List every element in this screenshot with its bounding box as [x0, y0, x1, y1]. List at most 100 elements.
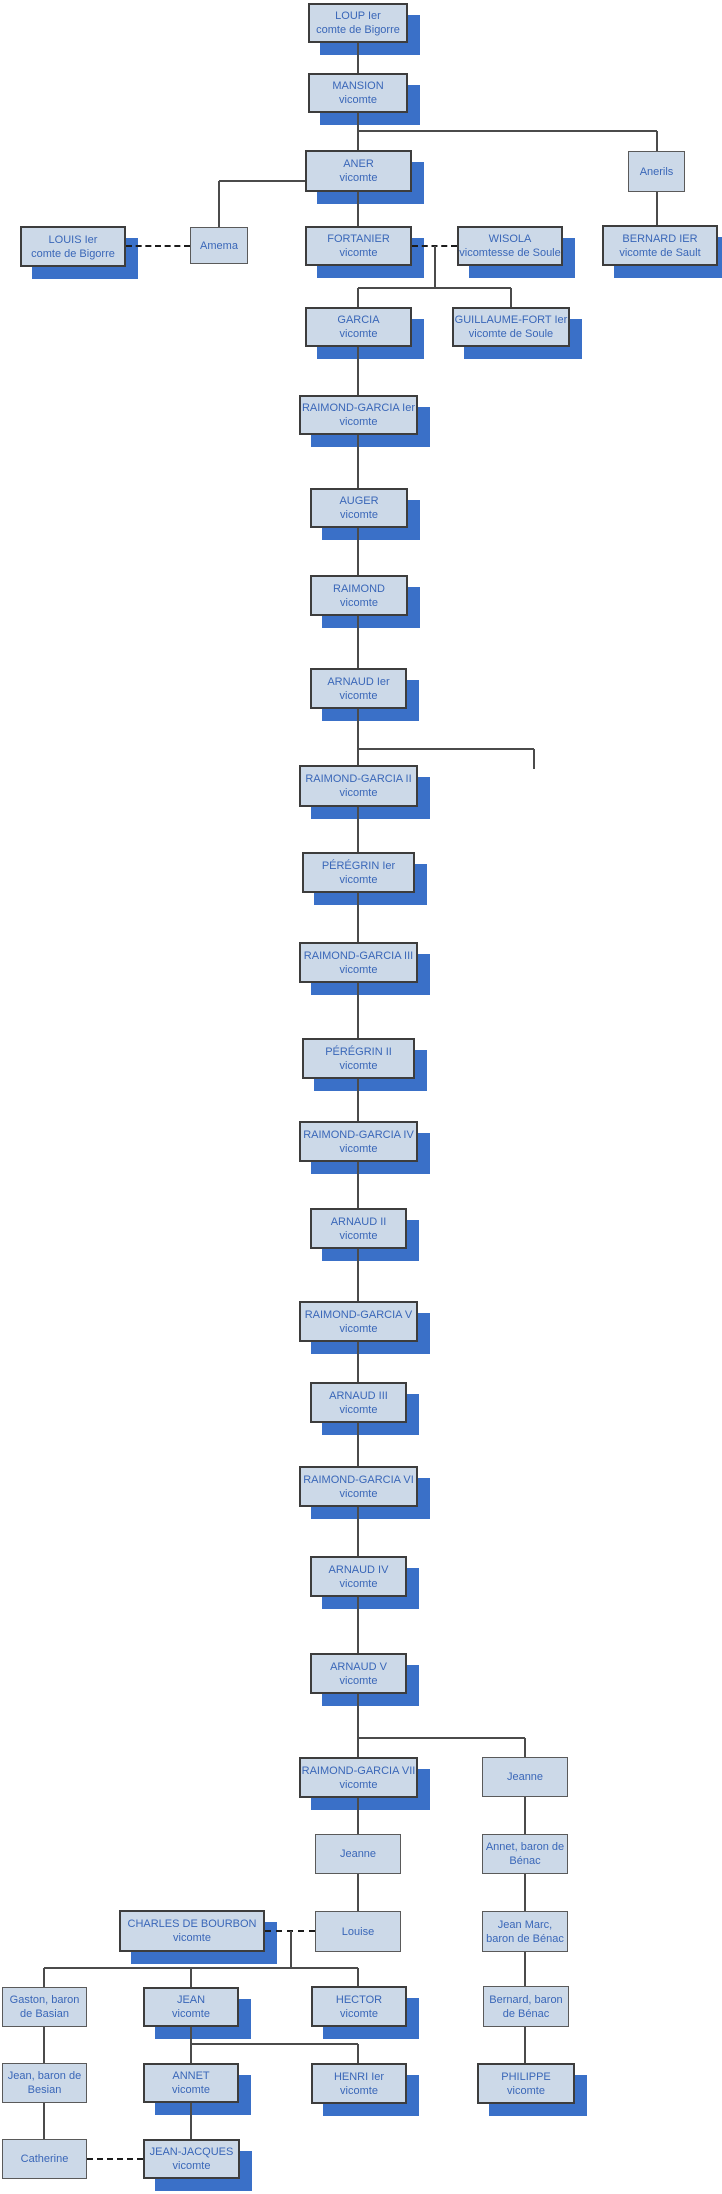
connector-line [43, 2027, 45, 2064]
node-label-line: vicomte [340, 596, 378, 609]
node-label-line: vicomte [339, 1577, 378, 1590]
node-label-line: vicomte [339, 416, 378, 428]
node-jean-marc-baron-de-benac[interactable]: Jean Marc,baron de Bénac [482, 1911, 568, 1952]
connector-line [357, 113, 359, 151]
node-label-line: Annet, baron de [485, 1841, 565, 1853]
node-label-line: LOUIS Ier [48, 233, 98, 246]
node-label-line: vicomte [339, 1487, 378, 1500]
connector-line [357, 1694, 359, 1739]
connector-line [357, 1507, 359, 1557]
node-jeanne-center[interactable]: Jeanne [315, 1834, 401, 1874]
node-label-line: comte de Bigorre [31, 247, 115, 260]
node-label-line: AUGER [339, 495, 379, 507]
node-label-line: Jean Marc, [497, 1918, 553, 1931]
connector-line [43, 1968, 45, 1988]
connector-line [357, 1423, 359, 1467]
node-label-line: vicomte [339, 1322, 378, 1335]
node-label-line: LOUP Ier [335, 10, 381, 22]
connector-line [357, 983, 359, 1039]
connector-line [357, 347, 359, 396]
node-label-line: Catherine [20, 2153, 69, 2165]
connector-line [357, 807, 359, 853]
connector-line [357, 1968, 359, 1987]
node-raimond-garcia-ier[interactable]: RAIMOND-GARCIA Ier vicomte [299, 395, 418, 435]
node-label-line: Anerils [639, 165, 674, 178]
node-label-line: ARNAUD III [329, 1389, 388, 1402]
node-label-line: PÉRÉGRIN Ier [321, 859, 396, 872]
node-label-line: vicomte [339, 963, 378, 976]
connector-line [357, 528, 359, 576]
node-label-line: vicomte [339, 328, 378, 340]
connector-line [656, 192, 658, 226]
node-louise[interactable]: Louise [315, 1911, 401, 1952]
connector-line [510, 288, 512, 308]
connector-line [357, 709, 359, 766]
connector-line [358, 287, 511, 289]
connector-line [290, 1931, 292, 1969]
connector-line [357, 1738, 359, 1758]
node-label-line: Bernard, baron [489, 1993, 563, 2006]
node-anerils[interactable]: Anerils [628, 151, 685, 192]
node-label-line: vicomte [172, 2084, 210, 2096]
node-label-line: vicomte de Soule [468, 328, 554, 340]
node-label-line: WISOLA [488, 233, 532, 245]
connector-line [357, 435, 359, 489]
node-label-line: CHARLES DE BOURBON [127, 1918, 257, 1930]
connector-line [524, 1952, 526, 1987]
node-label-line: vicomte [339, 1778, 378, 1791]
node-label-line: RAIMOND [333, 582, 385, 595]
node-label-line: vicomte [507, 2084, 545, 2097]
node-catherine[interactable]: Catherine [2, 2139, 87, 2179]
connector-line [357, 1079, 359, 1122]
connector-line [43, 2103, 45, 2140]
node-jeanne-right[interactable]: Jeanne [482, 1757, 568, 1797]
node-label-line: vicomte [172, 2008, 210, 2020]
connector-line [524, 2027, 526, 2064]
connector-line [357, 42, 359, 74]
node-label-line: RAIMOND-GARCIA VII [301, 1764, 416, 1777]
node-label-line: vicomte [339, 94, 377, 106]
node-label-line: vicomte de Sault [619, 246, 701, 259]
node-label-line: RAIMOND-GARCIA Ier [301, 402, 416, 414]
node-amema[interactable]: Amema [190, 227, 248, 264]
node-label-line: BERNARD IER [622, 232, 698, 245]
node-label-line: Besian [27, 2084, 62, 2096]
node-label-line: vicomte [339, 172, 378, 184]
